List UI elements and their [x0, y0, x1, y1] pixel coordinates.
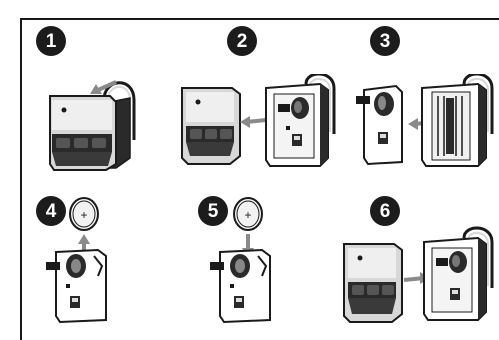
step-2-number: 2: [237, 32, 248, 51]
step-3-badge: 3: [370, 26, 400, 56]
step-3-number: 3: [380, 32, 391, 51]
frame-border-left: [20, 18, 22, 340]
step-2-illustration: [180, 74, 340, 174]
step-3-illustration: [352, 74, 498, 174]
frame-border-top: [20, 18, 499, 20]
step-6-number: 6: [380, 202, 391, 221]
battery-plus-symbol: +: [244, 208, 251, 222]
step-5-illustration: +: [204, 196, 284, 326]
step-6-badge: 6: [370, 196, 400, 226]
step-1-illustration: [46, 70, 146, 180]
battery-plus-symbol: +: [80, 208, 87, 222]
step-2-badge: 2: [227, 26, 257, 56]
step-4-illustration: +: [40, 196, 120, 326]
step-1-badge: 1: [36, 26, 66, 56]
step-1-number: 1: [46, 32, 57, 51]
step-6-illustration: [340, 226, 498, 334]
